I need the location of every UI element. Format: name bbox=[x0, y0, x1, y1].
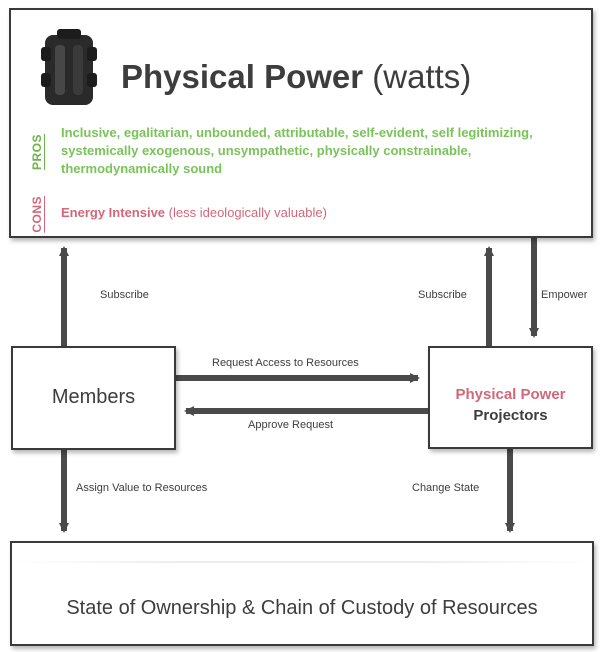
physical-power-box: Physical Power (watts) PROS Inclusive, e… bbox=[9, 8, 593, 238]
members-label: Members bbox=[51, 386, 136, 408]
edge-label-change-state: Change State bbox=[412, 482, 480, 494]
edge-label-subscribe-projectors: Subscribe bbox=[418, 289, 467, 301]
projectors-label: Physical Power Projectors bbox=[430, 384, 591, 426]
title-unit: (watts) bbox=[372, 58, 472, 95]
state-faint-line bbox=[12, 561, 592, 563]
battery-cell-icon bbox=[41, 29, 97, 105]
projectors-box: Physical Power Projectors bbox=[428, 346, 593, 449]
edge-label-approve: Approve Request bbox=[248, 419, 333, 431]
members-box: Members bbox=[11, 346, 176, 450]
edge-label-assign: Assign Value to Resources bbox=[76, 482, 208, 494]
edge-label-request: Request Access to Resources bbox=[212, 357, 359, 369]
cons-text: Energy Intensive (less ideologically val… bbox=[61, 204, 561, 222]
cons-rest: (less ideologically valuable) bbox=[168, 205, 327, 220]
cons-strong: Energy Intensive bbox=[61, 205, 166, 220]
edge-label-subscribe-members: Subscribe bbox=[100, 289, 149, 301]
title-main: Physical Power bbox=[121, 58, 364, 95]
projectors-line1: Physical Power bbox=[455, 386, 566, 403]
edge-label-empower: Empower bbox=[541, 289, 588, 301]
page-title: Physical Power (watts) bbox=[121, 58, 471, 96]
cons-label: CONS bbox=[30, 196, 44, 233]
projectors-line2: Projectors bbox=[473, 407, 548, 424]
state-label: State of Ownership & Chain of Custody of… bbox=[66, 597, 538, 619]
pros-label: PROS bbox=[30, 134, 44, 171]
state-box: State of Ownership & Chain of Custody of… bbox=[10, 541, 594, 646]
pros-text: Inclusive, egalitarian, unbounded, attri… bbox=[61, 125, 533, 176]
